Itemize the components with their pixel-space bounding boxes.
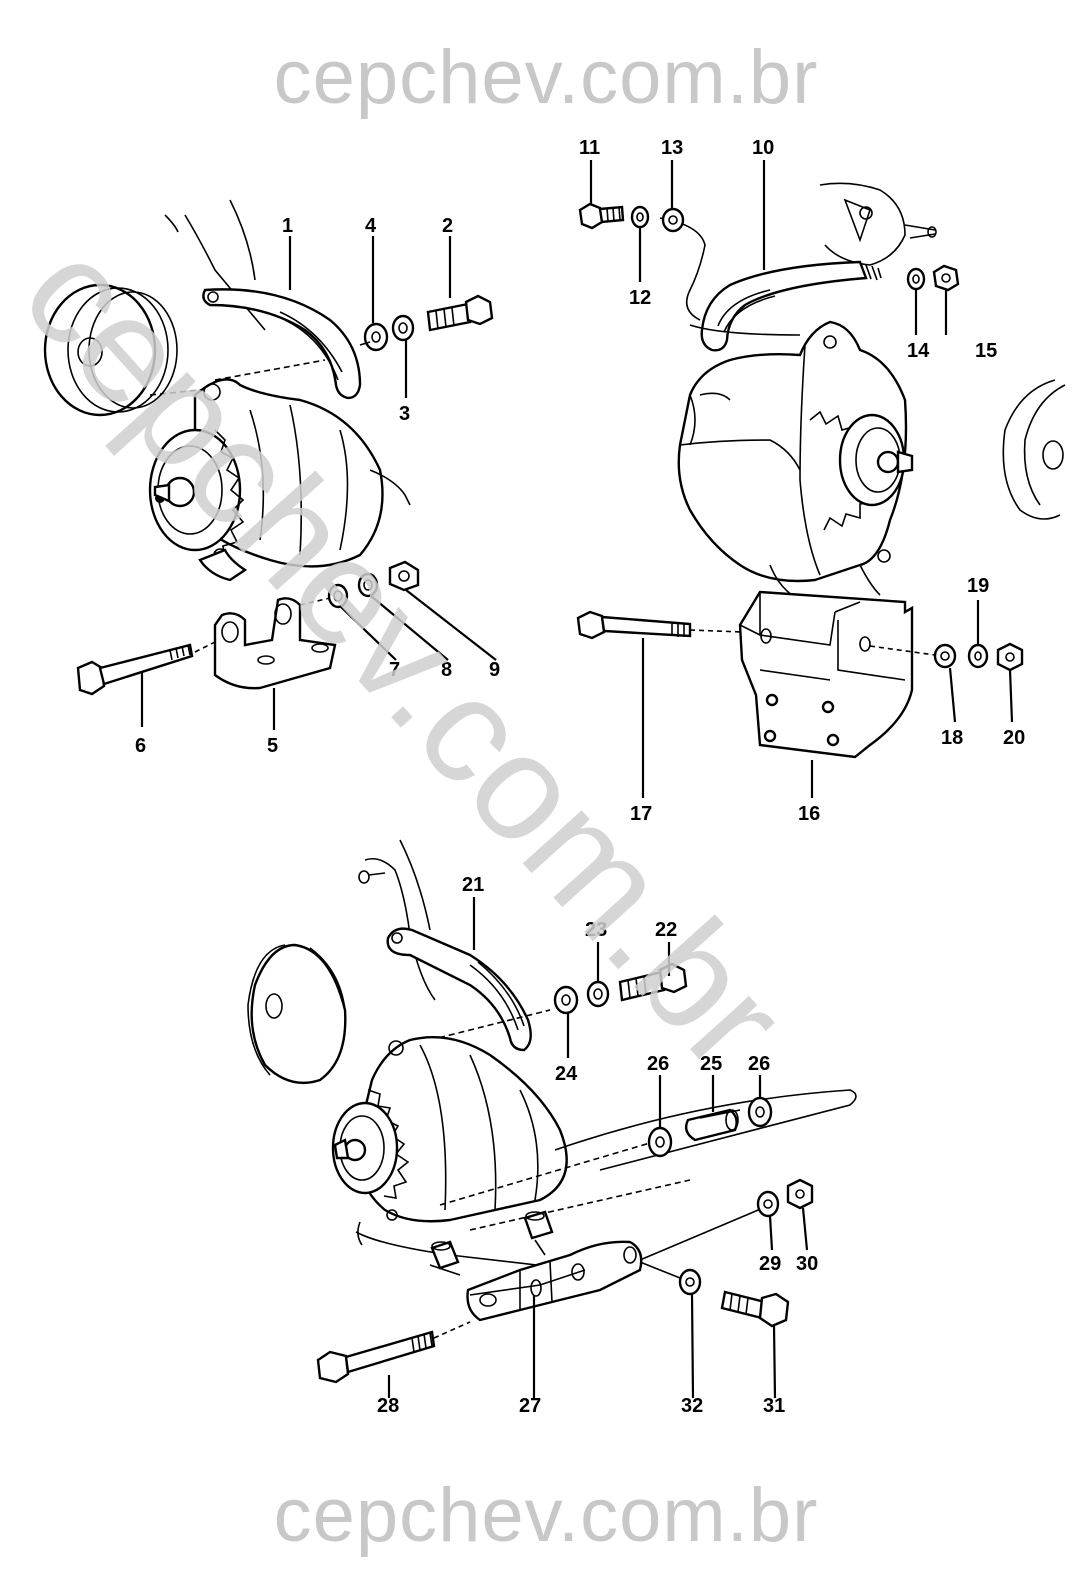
- callout-14: 14: [907, 340, 930, 362]
- callout-32: 32: [681, 1395, 703, 1417]
- callout-10: 10: [752, 137, 774, 159]
- callout-26-right: 26: [748, 1053, 770, 1075]
- callout-8: 8: [441, 659, 452, 681]
- callout-12: 12: [629, 287, 651, 309]
- callout-15: 15: [975, 340, 997, 362]
- washer-13: [661, 207, 685, 233]
- assembly-2: 11 13 10 12 14 15 17 16 18 19 20: [576, 137, 1066, 825]
- washer-24: [553, 985, 579, 1015]
- callout-27: 27: [519, 1395, 541, 1417]
- washer-18: [933, 643, 957, 669]
- callout-18: 18: [941, 727, 963, 749]
- callout-28: 28: [377, 1395, 399, 1417]
- crank-pulley-3: [247, 943, 347, 1085]
- callout-26-left: 26: [647, 1053, 669, 1075]
- alternator-1: [148, 378, 384, 582]
- nut-20: [996, 642, 1024, 672]
- washer-26-left: [647, 1126, 673, 1158]
- pulley-right: [1002, 379, 1066, 520]
- crank-pulley-1: [43, 283, 178, 417]
- callout-9: 9: [489, 659, 500, 681]
- callout-29: 29: [759, 1253, 781, 1275]
- callout-22: 22: [655, 919, 677, 941]
- watermark-top: cepchev.com.br: [273, 35, 819, 120]
- mounting-bracket-16: [738, 590, 914, 759]
- engine-outline-3: [364, 857, 436, 1001]
- callout-2: 2: [442, 215, 453, 237]
- lock-washer-3: [391, 314, 415, 342]
- callout-6: 6: [135, 735, 146, 757]
- lock-washer-12: [630, 205, 650, 229]
- assembly-3: 21 22 23 24 25 26 26 27 28 29 30 31 32: [247, 839, 857, 1417]
- adjusting-bracket-21: [386, 927, 532, 1052]
- callout-17: 17: [630, 803, 652, 825]
- bolt-31: [720, 1290, 790, 1328]
- callout-11: 11: [579, 137, 600, 159]
- bolt-11: [578, 202, 625, 230]
- nut-9: [388, 560, 420, 592]
- callout-13: 13: [661, 137, 683, 159]
- callout-19: 19: [967, 575, 989, 597]
- fan-background: [819, 182, 937, 266]
- nut-30: [786, 1178, 814, 1210]
- nut-15: [932, 264, 960, 292]
- callout-16: 16: [798, 803, 820, 825]
- callout-31: 31: [763, 1395, 785, 1417]
- alternator-2: [677, 320, 914, 601]
- callout-24: 24: [555, 1063, 578, 1085]
- lock-washer-19: [967, 643, 989, 669]
- callout-20: 20: [1003, 727, 1025, 749]
- callout-5: 5: [267, 735, 278, 757]
- lower-bracket-27: [430, 1210, 643, 1322]
- alternator-3: [331, 1035, 568, 1223]
- callout-23: 23: [585, 919, 607, 941]
- lock-washer-8: [357, 572, 379, 598]
- callout-1: 1: [282, 215, 293, 237]
- watermark-bottom: cepchev.com.br: [273, 1473, 819, 1558]
- lower-bracket-5: [213, 597, 337, 690]
- lock-washer-14: [906, 267, 926, 291]
- lock-washer-32: [678, 1268, 702, 1296]
- callout-4: 4: [365, 215, 377, 237]
- callout-25: 25: [700, 1053, 722, 1075]
- callout-7: 7: [389, 659, 400, 681]
- lock-washer-29: [756, 1190, 780, 1218]
- callout-3: 3: [399, 403, 410, 425]
- bolt-22: [618, 962, 688, 1002]
- bolt-28: [316, 1330, 436, 1384]
- engine-outline: [184, 214, 266, 331]
- adjusting-bracket-10: [700, 260, 882, 352]
- washer-4: [363, 322, 389, 352]
- bolt-17: [576, 610, 692, 640]
- callout-21: 21: [462, 874, 484, 896]
- callout-30: 30: [796, 1253, 818, 1275]
- spacer-25: [684, 1108, 741, 1142]
- bolt-6: [76, 643, 194, 696]
- assembly-1: 1 2 3 4 5 6 7 8 9: [43, 199, 500, 757]
- adjusting-bracket-1: [202, 288, 362, 400]
- washer-7: [327, 583, 349, 609]
- bolt-2: [426, 294, 494, 332]
